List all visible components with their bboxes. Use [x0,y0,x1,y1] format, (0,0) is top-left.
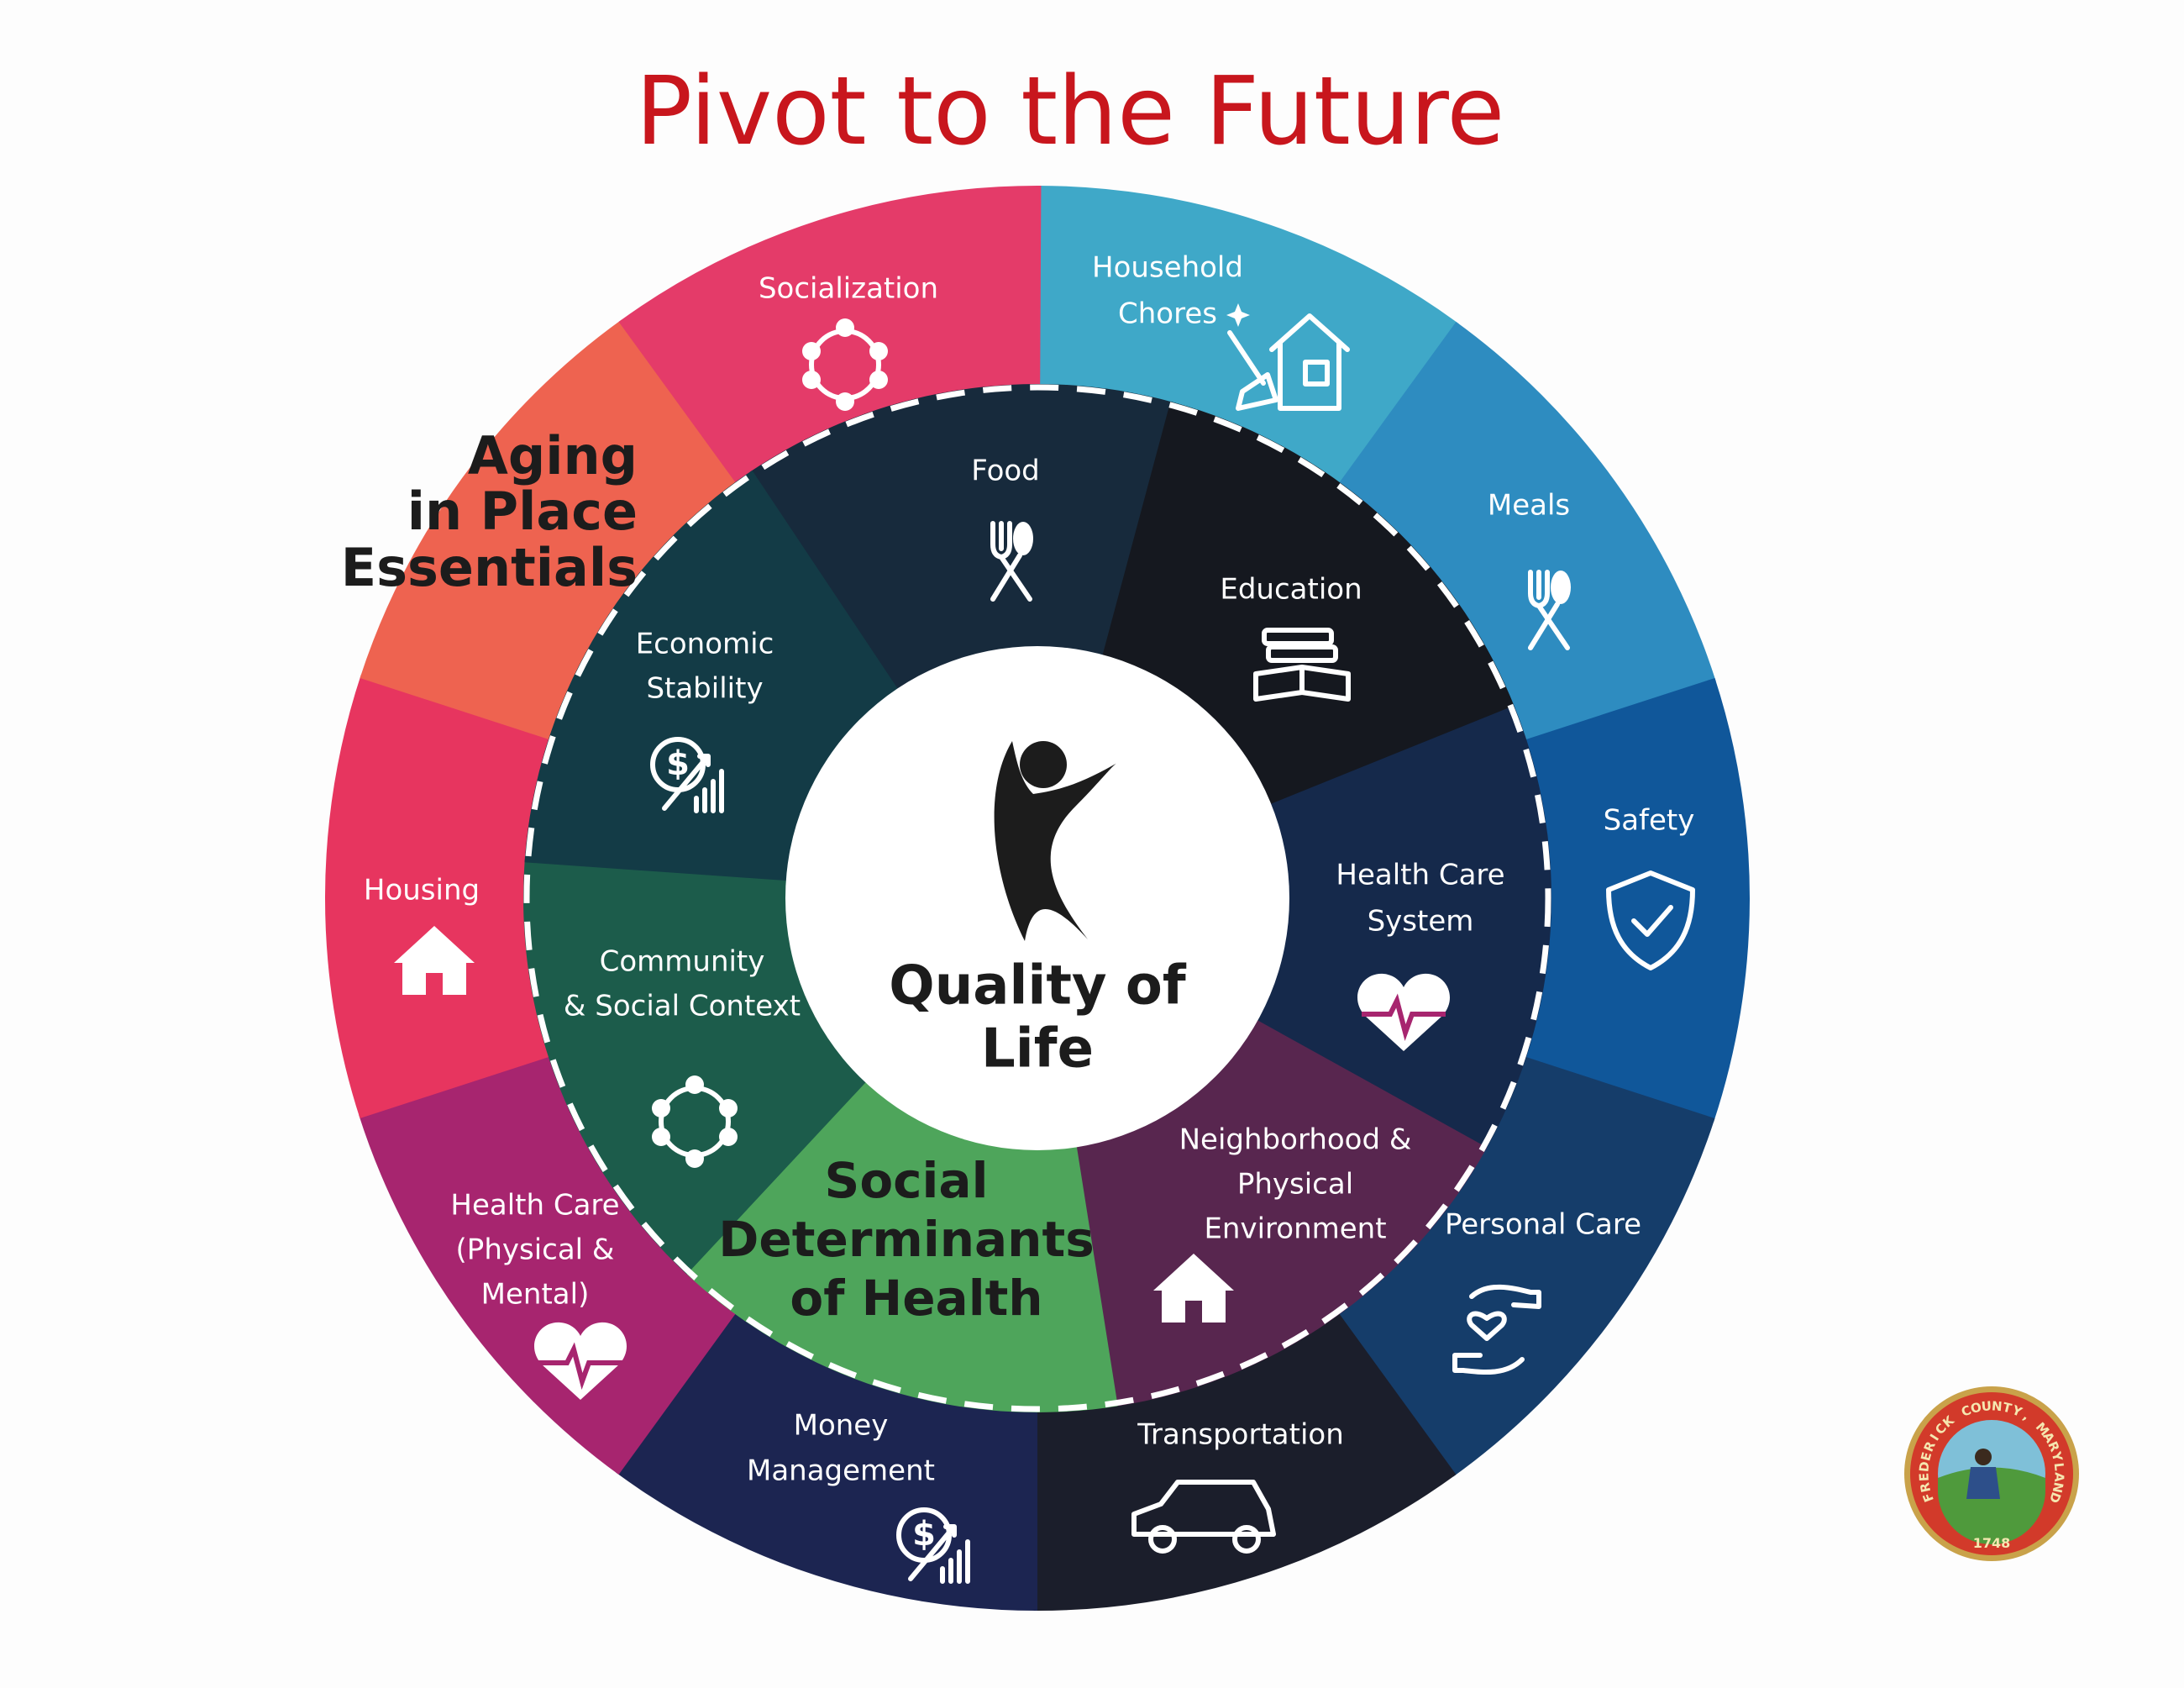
hands-heart-icon [1452,1284,1541,1375]
house-cleaning-icon [1226,303,1350,411]
inner-segment [749,384,1173,697]
inner-label-health-care-system: System [1368,905,1474,939]
seal-letter: A [2051,1472,2067,1483]
aging-in-place-heading: Essentials [341,537,638,598]
outer-segment [325,674,559,1119]
outer-label-money-management: Money [794,1409,889,1443]
outer-label-health-care: (Physical & [456,1233,615,1267]
seal-letter: D [1916,1461,1932,1473]
inner-label-community: & Social Context [564,990,801,1023]
outer-label-health-care: Health Care [450,1189,619,1223]
social-determinants-heading: of Health [790,1270,1042,1327]
center-label-line2: Life [981,1018,1094,1081]
car-icon [1131,1480,1276,1554]
outer-segment [1333,321,1716,745]
social-determinants-heading: Determinants [718,1211,1094,1268]
inner-label-health-care-system: Health Care [1336,859,1504,892]
social-determinants-heading: Social [825,1152,989,1209]
inner-label-education: Education [1220,573,1362,607]
seal-letter: O [1969,1399,1983,1416]
outer-label-money-management: Management [747,1454,935,1488]
outer-label-household-chores: Chores [1118,297,1217,331]
seal-letter: E [1918,1450,1935,1463]
seal-letter: E [1916,1472,1931,1481]
inner-label-community: Community [600,945,765,979]
seal-letter: L [2051,1462,2067,1472]
seal-letter: D [2046,1490,2064,1505]
outer-label-health-care: Mental) [481,1278,590,1312]
inner-segment [1100,401,1515,808]
center-label-line1: Quality of [889,955,1187,1018]
outer-label-housing: Housing [364,874,480,907]
inner-segment [1249,705,1552,1150]
outer-segment [360,319,743,743]
outer-label-personal-care: Personal Care [1445,1208,1641,1242]
aging-in-place-heading: Aging [468,425,638,486]
inner-label-neighborhood: Physical [1237,1168,1353,1202]
page-title: Pivot to the Future [636,57,1505,166]
seal-year: 1748 [1973,1535,2011,1551]
outer-label-household-chores: Household [1092,251,1243,285]
inner-label-neighborhood: Environment [1204,1212,1386,1246]
dashed-ring-divider [523,384,1551,1412]
outer-label-transportation: Transportation [1137,1418,1344,1452]
outer-label-meals: Meals [1488,489,1570,523]
books-icon [1253,628,1351,702]
outer-segment [1331,1054,1715,1477]
outer-label-socialization: Socialization [759,272,938,306]
seal-letter: N [1991,1398,2003,1414]
inner-label-economic-stability: Economic [636,628,774,661]
outer-segment [1515,677,1750,1123]
seal-letter: N [2050,1480,2066,1494]
person-reaching-icon [994,741,1117,941]
inner-label-neighborhood: Neighborhood & [1179,1123,1412,1157]
outer-segment [359,1051,742,1475]
seal-letter: U [1981,1398,1992,1414]
shield-check-icon [1606,870,1695,970]
inner-label-economic-stability: Stability [646,672,763,706]
inner-segment [524,470,903,881]
outer-segment [618,186,1042,491]
inner-label-food: Food [971,455,1040,488]
diagram-wheel [325,186,1750,1611]
seal-letter: R [1917,1480,1934,1493]
aging-in-place-heading: in Place [407,481,638,542]
outer-label-safety: Safety [1604,804,1695,838]
inner-segment [523,860,872,1275]
outer-segment [1037,186,1460,492]
